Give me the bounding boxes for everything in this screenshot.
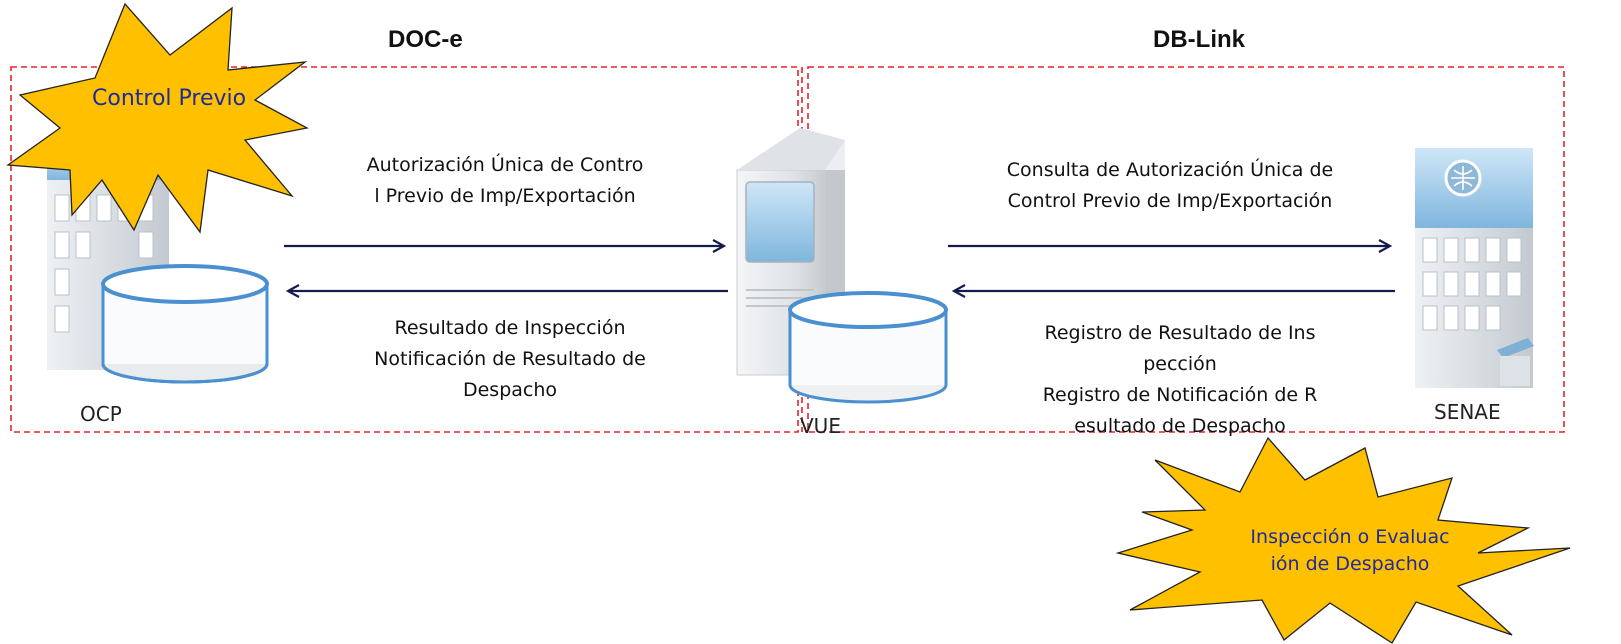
star-text-line: Inspección o Evaluac	[1250, 526, 1450, 548]
doc-e-section-border	[10, 66, 799, 433]
flow-text-line: Consulta de Autorización Única de	[1006, 159, 1334, 181]
flow-ocp-to-vue-text: Autorización Única de Contro l Previo de…	[330, 150, 680, 212]
flow-text-line: esultado de Despacho	[1074, 415, 1286, 437]
flow-text-line: Control Previo de Imp/Exportación	[1007, 190, 1333, 212]
vue-label: VUE	[800, 414, 841, 438]
flow-text-line: Registro de Notificación de R	[1042, 384, 1318, 406]
inspeccion-star-label: Inspección o Evaluac ión de Despacho	[1250, 524, 1450, 578]
inspeccion-star-shape	[1115, 436, 1571, 644]
flow-text-line: Resultado de Inspección	[394, 317, 626, 339]
star-text-line: ión de Despacho	[1270, 553, 1430, 575]
flow-vue-to-ocp-text: Resultado de Inspección Notificación de …	[335, 313, 685, 406]
flow-text-line: l Previo de Imp/Exportación	[374, 185, 636, 207]
ocp-database-icon	[101, 264, 269, 384]
flow-text-line: Autorización Única de Contro	[366, 154, 644, 176]
doc-e-title: DOC-e	[388, 26, 463, 53]
control-previo-star-shape	[6, 2, 309, 234]
flow-vue-to-senae-text: Consulta de Autorización Única de Contro…	[980, 155, 1360, 217]
vue-database-icon	[788, 291, 948, 404]
senae-building-icon	[1415, 148, 1534, 388]
ocp-label: OCP	[80, 402, 122, 426]
senae-label: SENAE	[1434, 400, 1501, 424]
flow-text-line: pección	[1143, 353, 1217, 375]
db-link-title: DB-Link	[1153, 26, 1245, 53]
control-previo-star-label: Control Previo	[92, 86, 247, 111]
flow-text-line: Notificación de Resultado de	[374, 348, 646, 370]
flow-text-line: Registro de Resultado de Ins	[1044, 322, 1316, 344]
flow-senae-to-vue-text: Registro de Resultado de Ins pección Reg…	[1010, 318, 1350, 442]
flow-text-line: Despacho	[462, 379, 558, 401]
